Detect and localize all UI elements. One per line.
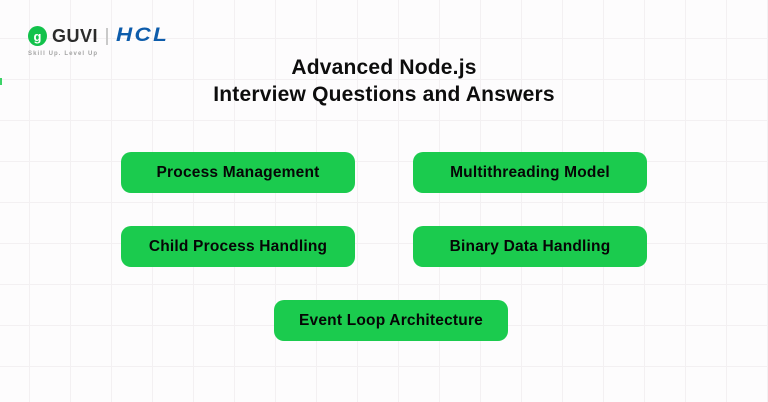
topic-button-process-management[interactable]: Process Management: [121, 152, 355, 193]
topics-grid: Process Management Multithreading Model …: [0, 152, 768, 341]
topic-button-event-loop-architecture[interactable]: Event Loop Architecture: [274, 300, 508, 341]
hcl-wordmark: HCL: [116, 25, 170, 46]
topics-row-2: Child Process Handling Binary Data Handl…: [121, 226, 647, 267]
topic-button-binary-data-handling[interactable]: Binary Data Handling: [413, 226, 647, 267]
page-title-line1: Advanced Node.js: [291, 56, 477, 79]
topics-row-3: Event Loop Architecture: [274, 300, 508, 341]
guvi-wordmark: GUVI: [52, 26, 99, 46]
brand-logo-row: g GUVI HCL: [28, 26, 167, 46]
decor-green-dash: [0, 78, 2, 85]
brand-tagline: Skill Up. Level Up: [28, 51, 99, 57]
topic-button-child-process-handling[interactable]: Child Process Handling: [121, 226, 355, 267]
guvi-logo-letter: g: [33, 28, 42, 44]
brand-header: g GUVI HCL Skill Up. Level Up: [28, 26, 167, 57]
guvi-logo-icon: g: [28, 26, 47, 46]
page-title: Advanced Node.js Interview Questions and…: [0, 54, 768, 108]
brand-divider: [106, 27, 109, 45]
topics-row-1: Process Management Multithreading Model: [121, 152, 647, 193]
page-title-line2: Interview Questions and Answers: [213, 83, 555, 106]
topic-button-multithreading-model[interactable]: Multithreading Model: [413, 152, 647, 193]
